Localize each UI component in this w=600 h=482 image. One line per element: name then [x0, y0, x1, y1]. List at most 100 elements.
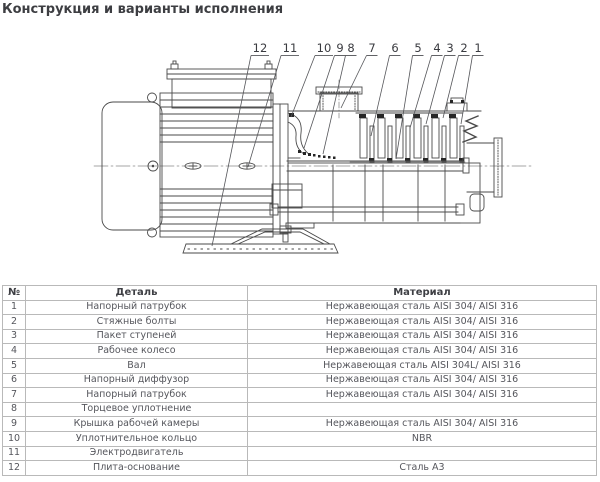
right-foot	[469, 193, 485, 212]
cell-part: Электродвигатель	[25, 445, 248, 462]
callout-5: 5	[395, 41, 424, 160]
cell-part: Напорный диффузор	[25, 372, 248, 389]
cell-material: Сталь А3	[247, 460, 597, 476]
motor-bearing	[147, 160, 159, 172]
table-row: 2 Стяжные болты Нержавеющая сталь AISI 3…	[2, 314, 597, 330]
callout-8: 8	[322, 41, 357, 155]
motor-eyelet-top	[147, 92, 157, 103]
callout-7: 7	[340, 41, 378, 109]
callout-3: 3	[425, 41, 456, 125]
tie-bolts	[269, 203, 465, 216]
table-row: 3 Пакет ступеней Нержавеющая сталь AISI …	[2, 328, 597, 345]
cell-part: Крышка рабочей камеры	[25, 416, 248, 432]
cell-part: Напорный патрубок	[25, 299, 248, 316]
cell-num: 6	[2, 372, 26, 389]
table-row: 8 Торцевое уплотнение	[2, 401, 597, 418]
callout-2: 2	[442, 41, 470, 119]
pump-cross-section-diagram: 12 11 10 9 8	[93, 41, 535, 254]
callout-number: 8	[347, 41, 354, 55]
cell-material: Нержавеющая сталь AISI 304/ AISI 316	[247, 328, 597, 345]
pump-foot-block	[271, 183, 303, 209]
bypass-spring	[462, 115, 479, 143]
callout-4: 4	[409, 41, 443, 129]
cell-part: Уплотнительное кольцо	[25, 430, 248, 447]
sleeve-seams	[332, 164, 446, 222]
callout-6: 6	[370, 41, 401, 137]
callout-number: 11	[283, 41, 298, 55]
table-row: 4 Рабочее колесо Нержавеющая сталь AISI …	[2, 343, 597, 359]
table-row: 12 Плита-основание Сталь А3	[2, 460, 597, 476]
callout-9: 9	[303, 41, 346, 149]
cell-part: Плита-основание	[25, 460, 248, 476]
table-row: 1 Напорный патрубок Нержавеющая сталь AI…	[2, 299, 597, 316]
callout-number: 7	[368, 41, 375, 55]
motor-bolt-left	[184, 162, 202, 170]
cell-num: 7	[2, 387, 26, 403]
callout-number: 4	[433, 41, 440, 55]
adapter-flange	[272, 103, 289, 235]
cell-material: Нержавеющая сталь AISI 304/ AISI 316	[247, 387, 597, 403]
motor-endcap	[101, 101, 163, 231]
cell-material: Нержавеющая сталь AISI 304/ AISI 316	[247, 343, 597, 359]
header-part: Деталь	[25, 285, 248, 301]
table-row: 11 Электродвигатель	[2, 445, 597, 462]
base-plate	[182, 225, 339, 254]
cell-num: 3	[2, 328, 26, 345]
callout-number: 2	[460, 41, 467, 55]
callout-number: 6	[391, 41, 398, 55]
top-port-body	[319, 92, 359, 112]
parts-table: № Деталь Материал 1 Напорный патрубок Не…	[2, 285, 597, 476]
callout-number: 9	[336, 41, 343, 55]
pump-shaft	[286, 157, 470, 174]
callout-12: 12	[211, 41, 269, 247]
right-port	[466, 137, 503, 198]
cell-num: 9	[2, 416, 26, 432]
cell-material: Нержавеющая сталь AISI 304/ AISI 316	[247, 299, 597, 316]
motor-bolt-right	[238, 162, 256, 170]
callout-1: 1	[460, 41, 484, 125]
table-row: 9 Крышка рабочей камеры Нержавеющая стал…	[2, 416, 597, 432]
callout-number: 5	[414, 41, 421, 55]
cell-material: Нержавеющая сталь AISI 304/ AISI 316	[247, 416, 597, 432]
terminal-box-bolt-left	[170, 63, 179, 70]
cell-num: 2	[2, 314, 26, 330]
cell-material	[247, 445, 597, 462]
terminal-box	[171, 78, 272, 109]
table-row: 6 Напорный диффузор Нержавеющая сталь AI…	[2, 372, 597, 389]
header-material: Материал	[247, 285, 597, 301]
cell-num: 1	[2, 299, 26, 316]
cell-part: Стяжные болты	[25, 314, 248, 330]
callouts: 12 11 10 9 8	[211, 41, 484, 247]
cell-part: Пакет ступеней	[25, 328, 248, 345]
cell-material: Нержавеющая сталь AISI 304/ AISI 316	[247, 314, 597, 330]
table-header-row: № Деталь Материал	[2, 285, 597, 301]
cell-material: Нержавеющая сталь AISI 304/ AISI 316	[247, 372, 597, 389]
cell-part: Торцевое уплотнение	[25, 401, 248, 418]
callout-number: 1	[474, 41, 481, 55]
cell-part: Напорный патрубок	[25, 387, 248, 403]
callout-number: 12	[253, 41, 268, 55]
pump-drawing	[93, 60, 535, 254]
top-port-flange	[315, 86, 363, 95]
table-row: 10 Уплотнительное кольцо NBR	[2, 430, 597, 447]
cell-num: 11	[2, 445, 26, 462]
stage-stack	[349, 112, 466, 163]
cell-material	[247, 401, 597, 418]
cell-part: Вал	[25, 357, 248, 374]
cell-num: 12	[2, 460, 26, 476]
motor-body	[159, 92, 274, 238]
header-num: №	[2, 285, 26, 301]
callout-number: 10	[317, 41, 332, 55]
callout-number: 3	[446, 41, 453, 55]
cell-num: 4	[2, 343, 26, 359]
motor-fins-bottom	[159, 188, 274, 232]
cell-material: Нержавеющая сталь AISI 304L/ AISI 316	[247, 357, 597, 374]
sleeve-lip	[285, 222, 315, 229]
cell-num: 10	[2, 430, 26, 447]
cell-num: 5	[2, 357, 26, 374]
callout-10: 10	[290, 41, 333, 118]
motor-eyelet-bottom	[147, 227, 157, 238]
chamber-bracket	[287, 112, 311, 156]
mechanical-seal	[298, 150, 336, 159]
